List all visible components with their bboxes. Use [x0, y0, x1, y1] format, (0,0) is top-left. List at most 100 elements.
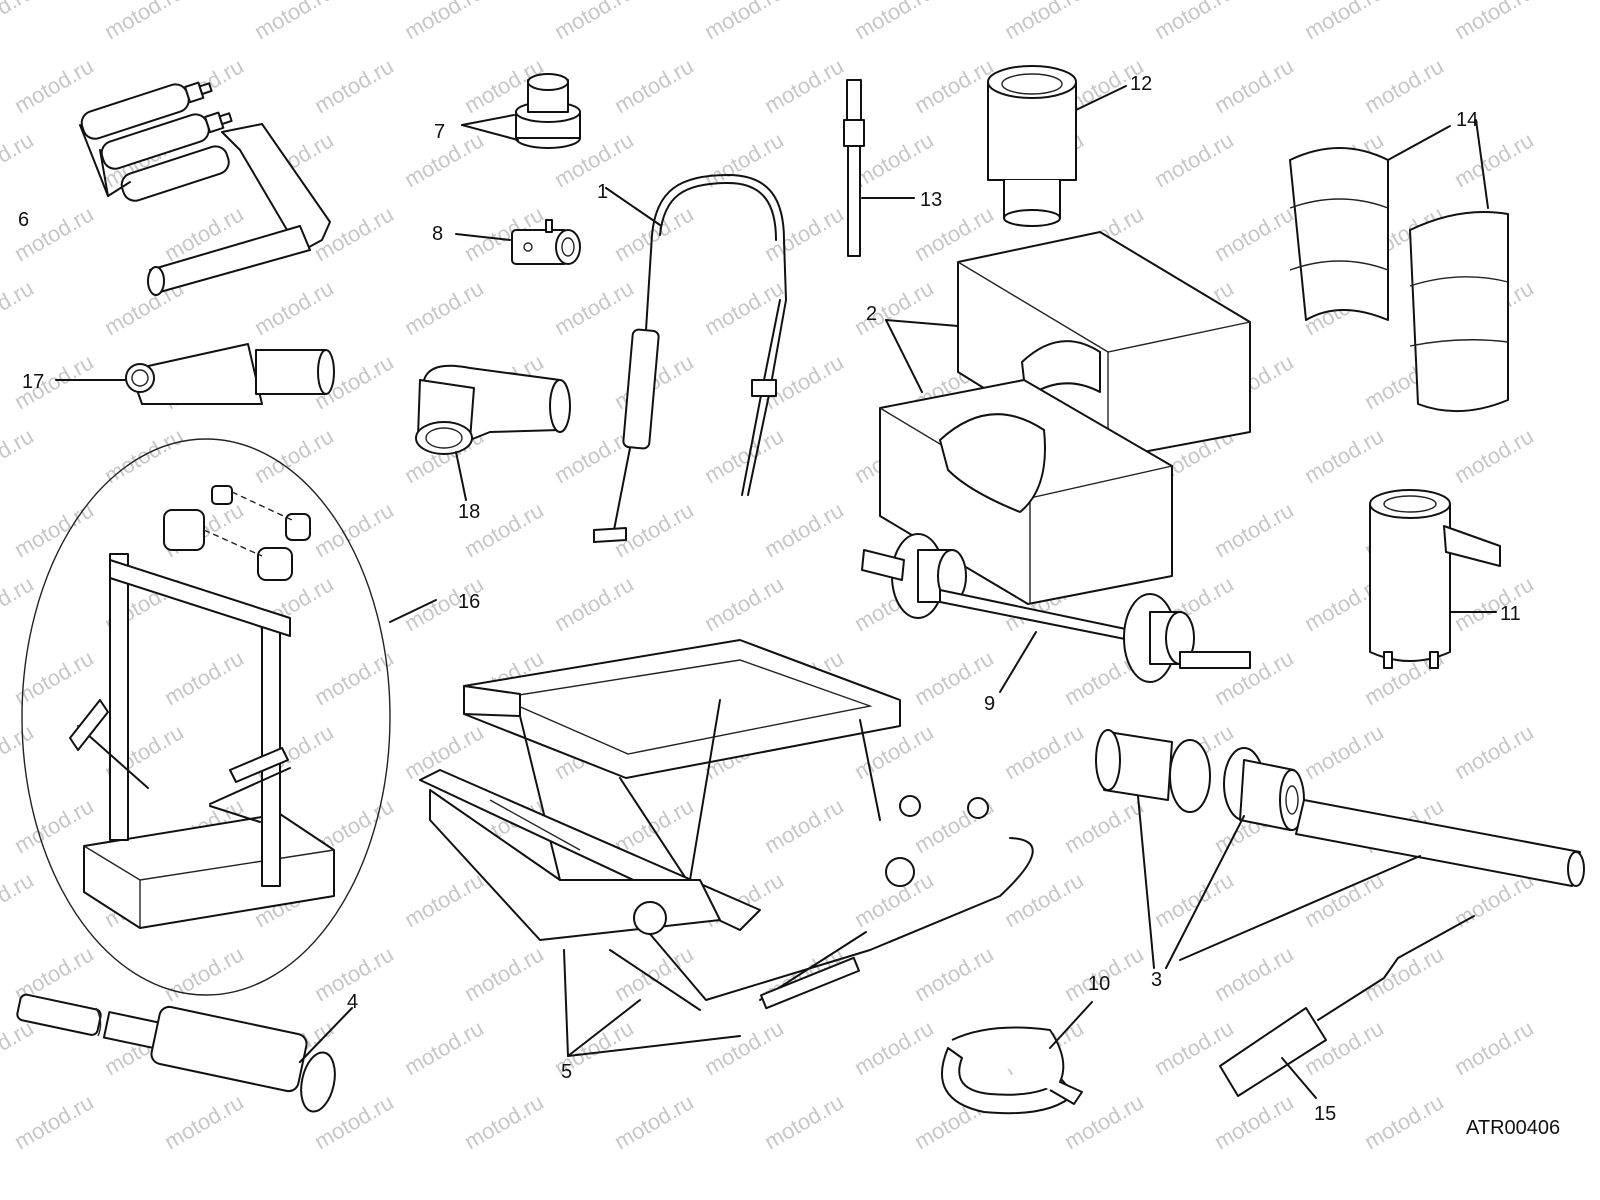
watermark-text: motod.ru — [1360, 941, 1448, 1006]
callout-18: 18 — [458, 501, 480, 523]
watermark-text: motod.ru — [760, 793, 848, 858]
watermark-text: motod.ru — [1150, 127, 1238, 192]
watermark-text: motod.ru — [910, 941, 998, 1006]
watermark-text: motod.ru — [700, 1015, 788, 1080]
callout-14: 14 — [1456, 109, 1478, 131]
callout-9: 9 — [984, 693, 995, 715]
tool-8-collar — [455, 219, 581, 265]
watermark-text: motod.ru — [0, 867, 38, 932]
watermark-text: motod.ru — [1060, 793, 1148, 858]
callout-3: 3 — [1151, 969, 1162, 991]
watermark-text: motod.ru — [10, 1089, 98, 1154]
watermark-text: motod.ru — [1000, 867, 1088, 932]
watermark-text: motod.ru — [10, 53, 98, 118]
callout-6: 6 — [18, 209, 29, 231]
watermark-text: motod.ru — [1360, 53, 1448, 118]
watermark-text: motod.ru — [250, 423, 338, 488]
tool-3-drivers — [1095, 729, 1585, 969]
watermark-text: motod.ru — [1450, 127, 1538, 192]
watermark-text: motod.ru — [1210, 941, 1298, 1006]
tool-9-puller — [861, 533, 1251, 693]
watermark-text: motod.ru — [1450, 571, 1538, 636]
callout-13: 13 — [920, 189, 942, 211]
watermark-text: motod.ru — [1210, 201, 1298, 266]
watermark-text: motod.ru — [910, 53, 998, 118]
watermark-text: motod.ru — [610, 201, 698, 266]
watermark-text: motod.ru — [0, 0, 38, 44]
watermark-text: motod.ru — [310, 53, 398, 118]
tool-13-drift — [843, 79, 915, 257]
callout-12: 12 — [1130, 73, 1152, 95]
watermark-text: motod.ru — [760, 497, 848, 562]
callout-15: 15 — [1314, 1103, 1336, 1125]
callout-5: 5 — [561, 1061, 572, 1083]
callout-11: 11 — [1500, 603, 1521, 625]
watermark-text: motod.ru — [160, 1089, 248, 1154]
watermark-text: motod.ru — [460, 941, 548, 1006]
tool-14-shells — [1289, 119, 1509, 413]
watermark-text: motod.ru — [1000, 0, 1088, 44]
watermark-text: motod.ru — [160, 941, 248, 1006]
tool-1-timing-gauge — [593, 174, 787, 543]
watermark-text: motod.ru — [160, 645, 248, 710]
watermark-text: motod.ru — [0, 423, 38, 488]
watermark-text: motod.ru — [610, 53, 698, 118]
watermark-text: motod.ru — [100, 0, 188, 44]
watermark-text: motod.ru — [610, 793, 698, 858]
watermark-text: motod.ru — [1450, 1015, 1538, 1080]
watermark-text: motod.ru — [1450, 423, 1538, 488]
watermark-text: motod.ru — [460, 1089, 548, 1154]
watermark-text: motod.ru — [400, 1015, 488, 1080]
watermark-text: motod.ru — [850, 1015, 938, 1080]
tool-7-adapter — [461, 73, 581, 149]
watermark-text: motod.ru — [550, 0, 638, 44]
watermark-text: motod.ru — [700, 127, 788, 192]
watermark-text: motod.ru — [1150, 0, 1238, 44]
watermark-text: motod.ru — [760, 53, 848, 118]
tool-17-offset-wrench — [55, 343, 335, 405]
watermark-text: motod.ru — [760, 201, 848, 266]
watermark-text: motod.ru — [1000, 719, 1088, 784]
callout-1: 1 — [597, 181, 608, 203]
watermark-text: motod.ru — [1150, 867, 1238, 932]
callout-labels: 1 2 3 4 5 6 7 8 9 10 11 12 13 14 15 16 1… — [18, 73, 1521, 1125]
watermark-text: motod.ru — [250, 275, 338, 340]
watermark-text: motod.ru — [1300, 0, 1388, 44]
callout-16: 16 — [458, 591, 480, 613]
watermark-text: motod.ru — [310, 645, 398, 710]
watermark-text: motod.ru — [1450, 719, 1538, 784]
watermark-text: motod.ru — [400, 0, 488, 44]
watermark-text: motod.ru — [1300, 867, 1388, 932]
watermark-text: motod.ru — [250, 0, 338, 44]
watermark-text: motod.ru — [1300, 423, 1388, 488]
tool-2-blocks — [879, 231, 1251, 605]
watermark-text: motod.ru — [400, 867, 488, 932]
watermark-text: motod.ru — [610, 1089, 698, 1154]
watermark-text: motod.ru — [760, 1089, 848, 1154]
watermark-text: motod.ru — [700, 423, 788, 488]
drawing-code: ATR00406 — [1466, 1117, 1560, 1139]
watermark-text: motod.ru — [850, 275, 938, 340]
watermark-text: motod.ru — [1210, 497, 1298, 562]
callout-8: 8 — [432, 223, 443, 245]
watermark-text: motod.ru — [1210, 1089, 1298, 1154]
callout-4: 4 — [347, 991, 358, 1013]
callout-17: 17 — [22, 371, 44, 393]
watermark-text: motod.ru — [550, 571, 638, 636]
callout-2: 2 — [866, 303, 877, 325]
tool-10-ring-spanner — [940, 1001, 1093, 1115]
callout-10: 10 — [1088, 973, 1110, 995]
watermark-text: motod.ru — [850, 0, 938, 44]
tool-15-probe — [1219, 915, 1475, 1099]
watermark-text: motod.ru — [0, 127, 38, 192]
tool-11-sleeve — [1369, 489, 1501, 669]
watermark-text: motod.ru — [550, 275, 638, 340]
watermark-text: motod.ru — [1360, 1089, 1448, 1154]
callout-7: 7 — [434, 121, 445, 143]
tool-16-press — [21, 438, 437, 996]
watermark-text: motod.ru — [0, 719, 38, 784]
watermark-text: motod.ru — [1210, 53, 1298, 118]
watermark-text: motod.ru — [700, 0, 788, 44]
